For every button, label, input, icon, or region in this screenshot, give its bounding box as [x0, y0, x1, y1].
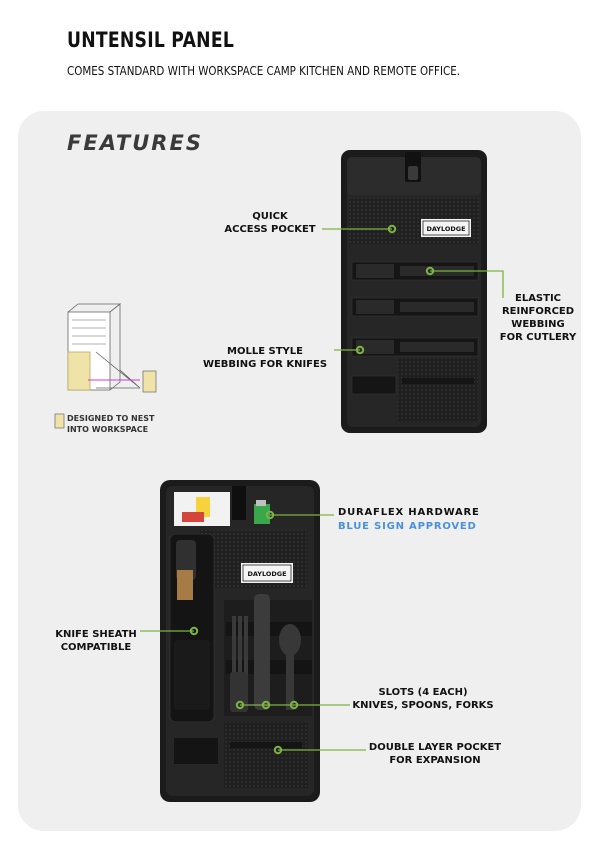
nest-note: DESIGNED TO NEST INTO WORKSPACE: [67, 414, 155, 434]
utensil-panel-empty-image: DAYLODGE: [341, 150, 487, 433]
utensil-panel-loaded-image: DAYLODGE: [160, 480, 320, 802]
callout-molle-webbing: MOLLE STYLE WEBBING FOR KNIFES: [202, 346, 328, 370]
callout-double-layer: DOUBLE LAYER POCKET FOR EXPANSION: [368, 742, 502, 766]
callout-dots: [189, 224, 435, 755]
callout-blue-sign: BLUE SIGN APPROVED: [338, 521, 477, 532]
callout-duraflex: DURAFLEX HARDWARE: [338, 507, 480, 518]
callout-lines: [140, 228, 504, 751]
workspace-nest-diagram: [67, 303, 157, 393]
brand-patch-1: DAYLODGE: [426, 225, 465, 233]
callout-slots: SLOTS (4 EACH) KNIVES, SPOONS, FORKS: [352, 687, 494, 711]
page-title: UNTENSIL PANEL: [67, 28, 235, 52]
callout-elastic-webbing: ELASTIC REINFORCED WEBBING FOR CUTLERY: [499, 293, 577, 343]
nest-swatch: [54, 413, 65, 429]
page-subtitle: COMES STANDARD WITH WORKSPACE CAMP KITCH…: [67, 64, 461, 78]
brand-patch-2: DAYLODGE: [247, 570, 286, 578]
callout-knife-sheath: KNIFE SHEATH COMPATIBLE: [55, 629, 137, 653]
callout-quick-access: QUICK ACCESS POCKET: [224, 211, 316, 235]
features-heading: FEATURES: [67, 131, 203, 155]
